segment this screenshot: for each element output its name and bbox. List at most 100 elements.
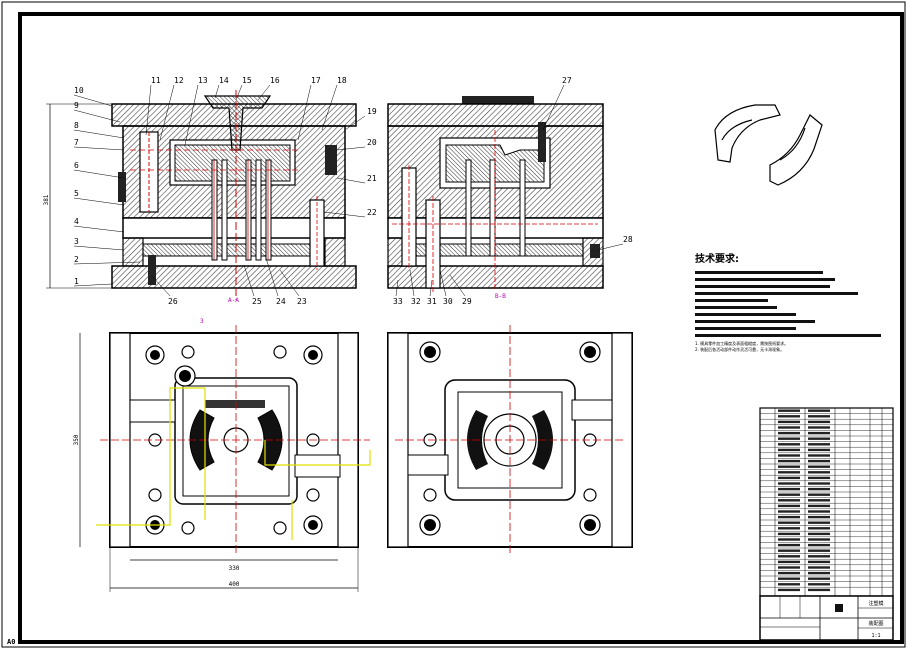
bom-row-text [808, 409, 830, 412]
part-label-1: 1 [74, 277, 79, 286]
part-label-27: 27 [562, 76, 572, 85]
bom-row-text [778, 527, 800, 530]
bom-row-text [808, 577, 830, 580]
bom-row-text [808, 448, 830, 452]
part-label-22: 22 [367, 208, 377, 217]
part-label-10: 10 [74, 86, 84, 95]
part-label-31: 31 [427, 297, 437, 306]
bom-row-text [778, 437, 800, 440]
part-label-29: 29 [462, 297, 472, 306]
technical-requirements: 技术要求: 1. 模具零件加工精度及表面粗糙度，需按图纸要求。 2. 装配后各活… [695, 250, 895, 353]
bom-row-text [808, 459, 830, 463]
bom-row-text [808, 549, 830, 552]
bom-row-text [808, 583, 830, 586]
bom-row-text [808, 504, 830, 508]
bom-row-text [808, 499, 830, 502]
bom-row-text [808, 415, 830, 418]
bom-row-text [778, 487, 800, 491]
bom-row-text [778, 583, 800, 586]
bom-row-text [778, 420, 800, 424]
bom-row-text [808, 555, 830, 558]
technical-requirements-text-lines [695, 271, 895, 337]
bom-row-text [808, 482, 830, 485]
bom-row-text [808, 465, 830, 468]
dim-height-top: 350 [73, 434, 80, 445]
part-label-18: 18 [337, 76, 347, 85]
bom-row-text [778, 515, 800, 519]
technical-note-2: 2. 装配后各活动部件动作灵活可靠，无卡滞现象。 [695, 347, 785, 352]
bom-row-text [808, 426, 830, 429]
bom-row-text [808, 493, 830, 496]
front-section-view [46, 90, 357, 300]
plan-view-right [387, 325, 633, 555]
bom-row-text [778, 560, 800, 564]
part-label-20: 20 [367, 138, 377, 147]
bom-row-text [778, 471, 800, 474]
technical-note-1: 1. 模具零件加工精度及表面粗糙度，需按图纸要求。 [695, 341, 789, 346]
technical-requirements-title: 技术要求: [695, 254, 739, 265]
bom-row-text [778, 504, 800, 508]
part-label-28: 28 [623, 235, 633, 244]
part-label-30: 30 [443, 297, 453, 306]
bom-row-text [778, 443, 800, 446]
inner-border [18, 12, 904, 644]
bom-row-text [778, 415, 800, 418]
bom-row-text [808, 437, 830, 440]
part-label-19: 19 [367, 107, 377, 116]
parts-list-table [759, 407, 894, 597]
part-label-33: 33 [393, 297, 403, 306]
section-marker: 3 [200, 318, 204, 325]
part-label-16: 16 [270, 76, 280, 85]
bom-row-text [778, 431, 800, 435]
bom-row-text [808, 476, 830, 480]
part-label-14: 14 [219, 76, 229, 85]
bom-row-text [778, 538, 800, 541]
bom-row-text [778, 409, 800, 412]
part-label-6: 6 [74, 161, 79, 170]
section-mark-a: A-A [228, 297, 239, 304]
part-label-23: 23 [297, 297, 307, 306]
part-isometric-view [714, 104, 823, 186]
part-label-4: 4 [74, 217, 79, 226]
dim-width-inner: 330 [229, 565, 240, 572]
bom-row-text [808, 515, 830, 519]
part-label-3: 3 [74, 237, 79, 246]
bom-row-text [778, 588, 800, 592]
part-label-15: 15 [242, 76, 252, 85]
dim-width-outer: 400 [229, 581, 240, 588]
title-scale: 1:1 [871, 633, 880, 639]
bom-row-text [778, 454, 800, 457]
bom-row-text [808, 471, 830, 474]
bom-row-text [778, 465, 800, 468]
bom-row-text [808, 487, 830, 491]
bom-row-text [808, 510, 830, 513]
bom-row-text [778, 543, 800, 547]
part-labels-side: 27 28 33 32 31 30 29 [393, 76, 633, 306]
part-label-21: 21 [367, 174, 377, 183]
part-label-25: 25 [252, 297, 262, 306]
bom-row-text [778, 499, 800, 502]
bom-row-text [808, 560, 830, 564]
title-unit: 装配图 [868, 620, 883, 627]
bom-row-text [778, 448, 800, 452]
title-drawing-name: 注塑模 [868, 600, 883, 607]
part-label-12: 12 [174, 76, 184, 85]
bom-row-text [808, 521, 830, 524]
bom-row-text [778, 521, 800, 524]
part-label-26: 26 [168, 297, 178, 306]
side-section-view [387, 96, 604, 292]
part-labels-top: 11 12 13 14 15 16 17 18 19 20 21 22 [151, 76, 377, 217]
bom-row-text [778, 426, 800, 429]
bom-row-text [808, 571, 830, 575]
bom-row-text [778, 482, 800, 485]
leader-lines-left [73, 94, 141, 287]
bom-row-text [778, 549, 800, 552]
bom-row-text [808, 532, 830, 536]
bom-row-text [808, 538, 830, 541]
bom-row-text [808, 527, 830, 530]
part-label-7: 7 [74, 138, 79, 147]
part-label-32: 32 [411, 297, 421, 306]
